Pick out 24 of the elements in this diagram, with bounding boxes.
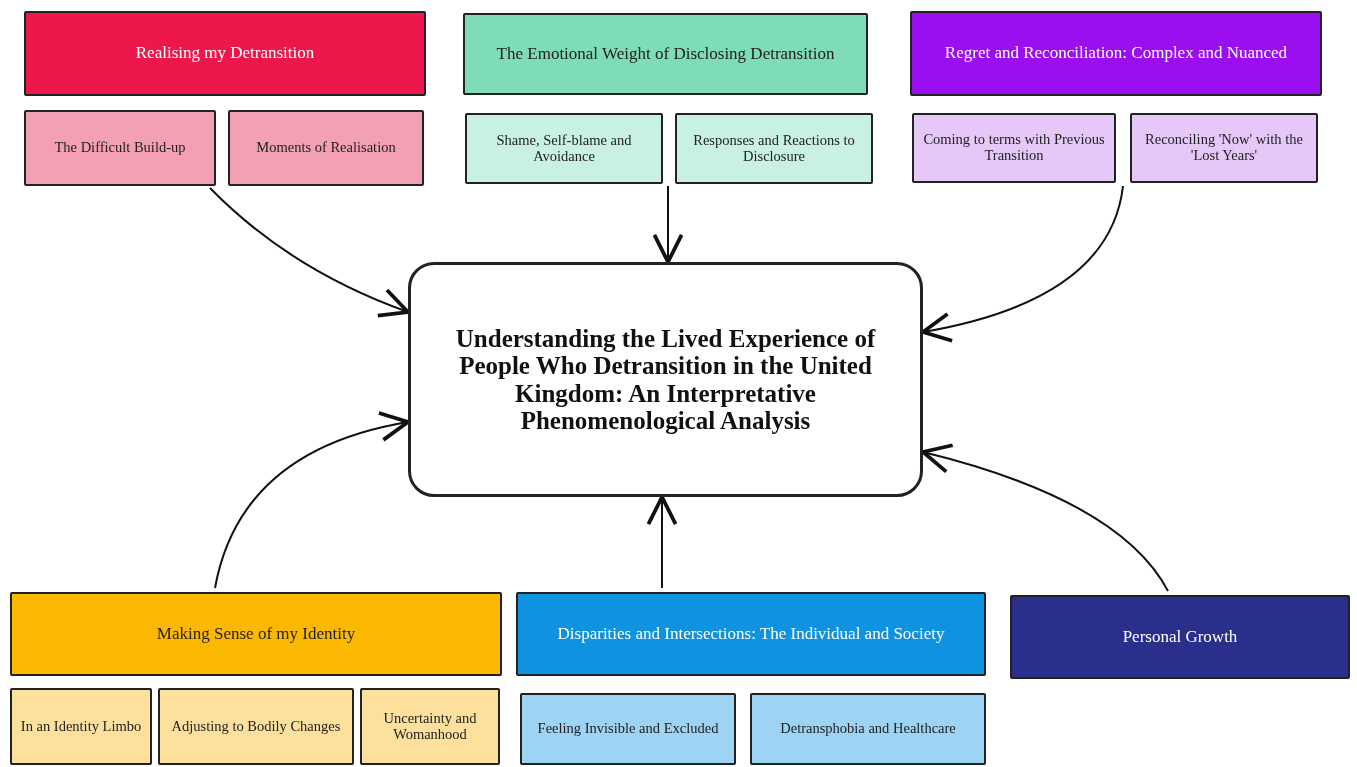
subtheme-box: Responses and Reactions to Disclosure bbox=[675, 113, 873, 184]
curved-arrow bbox=[209, 187, 410, 318]
curved-arrow bbox=[646, 495, 678, 589]
curved-arrow bbox=[921, 443, 1169, 592]
subtheme-box: Shame, Self-blame and Avoidance bbox=[465, 113, 663, 184]
subtheme-box: Coming to terms with Previous Transition bbox=[912, 113, 1116, 183]
subtheme-box: Uncertainty and Womanhood bbox=[360, 688, 500, 765]
theme-box: Regret and Reconciliation: Complex and Nuanced bbox=[910, 11, 1322, 96]
subtheme-box: Moments of Realisation bbox=[228, 110, 424, 186]
subtheme-box: Feeling Invisible and Excluded bbox=[520, 693, 736, 765]
curved-arrow bbox=[652, 185, 684, 264]
central-topic-box: Understanding the Lived Experience of People Who Detransition in the United Kingdom: An Interpretative Phenomenological Analysis bbox=[408, 262, 923, 497]
subtheme-box: Detransphobia and Healthcare bbox=[750, 693, 986, 765]
subtheme-box: The Difficult Build-up bbox=[24, 110, 216, 186]
curved-arrow bbox=[921, 185, 1124, 342]
theme-box: The Emotional Weight of Disclosing Detransition bbox=[463, 13, 868, 95]
subtheme-box: Adjusting to Bodily Changes bbox=[158, 688, 354, 765]
subtheme-box: Reconciling 'Now' with the 'Lost Years' bbox=[1130, 113, 1318, 183]
subtheme-box: In an Identity Limbo bbox=[10, 688, 152, 765]
theme-box: Making Sense of my Identity bbox=[10, 592, 502, 676]
theme-box: Personal Growth bbox=[1010, 595, 1350, 679]
theme-box: Realising my Detransition bbox=[24, 11, 426, 96]
theme-box: Disparities and Intersections: The Individual and Society bbox=[516, 592, 986, 676]
curved-arrow bbox=[214, 412, 410, 589]
